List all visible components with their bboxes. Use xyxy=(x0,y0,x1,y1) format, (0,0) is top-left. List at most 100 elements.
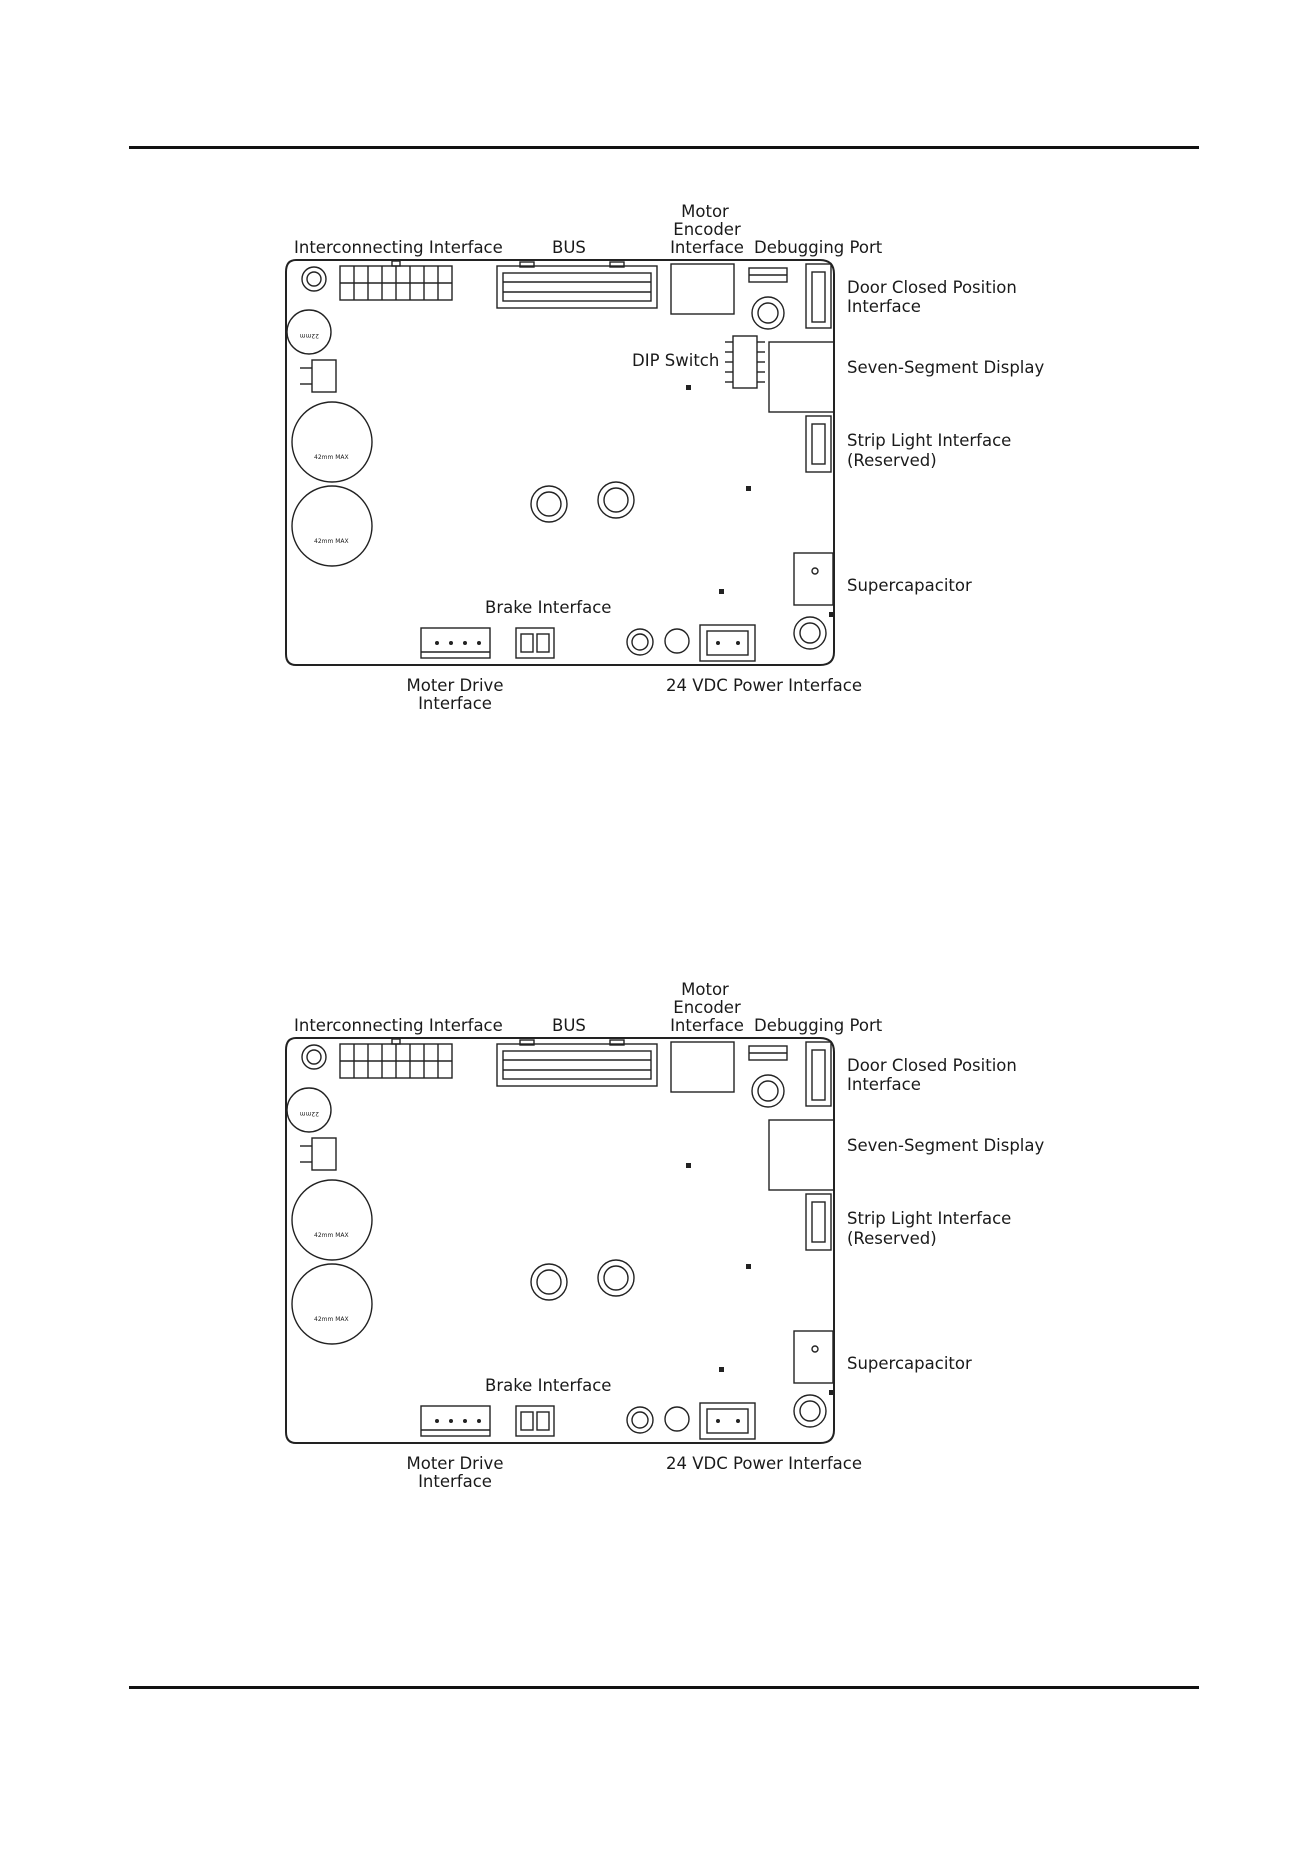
mounting-hole-inner xyxy=(631,1411,649,1429)
large-capacitor xyxy=(291,1263,373,1345)
seven-segment-display xyxy=(768,341,835,413)
led-indicator xyxy=(719,589,724,594)
label-door-closed-line1: Door Closed Position xyxy=(847,278,1017,297)
debugging-port-connector xyxy=(748,1045,788,1061)
strip-light-connector xyxy=(805,415,832,473)
footer-rule xyxy=(129,1686,1199,1689)
small-capacitor-mark: 22mm xyxy=(300,1110,319,1117)
led-indicator xyxy=(746,1264,751,1269)
mounting-hole xyxy=(597,1259,635,1297)
label-bus: BUS xyxy=(552,238,586,257)
small-capacitor xyxy=(664,1406,690,1432)
regulator-component xyxy=(300,359,337,393)
mounting-hole xyxy=(793,1394,827,1428)
label-seven-segment: Seven-Segment Display xyxy=(847,1136,1045,1155)
led-indicator xyxy=(829,1390,833,1395)
label-door-closed-line1: Door Closed Position xyxy=(847,1056,1017,1075)
led-indicator xyxy=(686,385,691,390)
led-indicator xyxy=(746,486,751,491)
mounting-hole xyxy=(530,485,568,523)
small-capacitor-mark: 22mm xyxy=(300,332,319,339)
label-motor-drive-line2: Interface xyxy=(418,1472,492,1491)
mounting-hole xyxy=(751,1074,785,1108)
mounting-hole-inner xyxy=(603,1265,629,1291)
mounting-hole xyxy=(301,1044,327,1070)
label-motor-drive-line1: Moter Drive xyxy=(407,1454,504,1473)
label-motor-encoder-line3: Interface xyxy=(670,238,744,257)
motor-drive-connector xyxy=(420,627,491,659)
brake-connector xyxy=(515,627,555,659)
power-connector xyxy=(699,1402,756,1440)
mounting-hole-inner xyxy=(306,271,322,287)
label-motor-encoder-line3: Interface xyxy=(670,1016,744,1035)
mounting-hole-inner xyxy=(306,1049,322,1065)
large-capacitor-mark: 42mm MAX xyxy=(314,538,349,545)
mounting-hole xyxy=(626,628,654,656)
motor-encoder-connector xyxy=(670,263,735,315)
board-diagram-1: Interconnecting Interface BUS Motor Enco… xyxy=(285,202,1045,713)
board-diagram-2: Interconnecting Interface BUS Motor Enco… xyxy=(285,980,1045,1491)
label-brake-interface: Brake Interface xyxy=(485,1376,611,1395)
label-power-interface: 24 VDC Power Interface xyxy=(666,676,862,695)
interconnecting-connector xyxy=(339,260,453,301)
large-capacitor xyxy=(291,485,373,567)
small-capacitor xyxy=(286,309,332,355)
large-capacitor xyxy=(291,1179,373,1261)
label-motor-encoder-line1: Motor xyxy=(681,980,729,999)
door-closed-connector xyxy=(805,1041,832,1107)
label-motor-drive-line2: Interface xyxy=(418,694,492,713)
led-indicator xyxy=(829,612,833,617)
label-strip-light-line1: Strip Light Interface xyxy=(847,1209,1011,1228)
label-motor-drive-line1: Moter Drive xyxy=(407,676,504,695)
door-closed-connector xyxy=(805,263,832,329)
interconnecting-connector xyxy=(339,1038,453,1079)
label-debugging-port: Debugging Port xyxy=(754,238,883,257)
label-motor-encoder-line1: Motor xyxy=(681,202,729,221)
brake-connector xyxy=(515,1405,555,1437)
led-indicator xyxy=(719,1367,724,1372)
supercapacitor xyxy=(793,1330,834,1384)
large-capacitor xyxy=(291,401,373,483)
mounting-hole xyxy=(626,1406,654,1434)
dip-switch xyxy=(725,335,765,389)
label-door-closed-line2: Interface xyxy=(847,297,921,316)
mounting-hole-inner xyxy=(536,1269,562,1295)
mounting-hole xyxy=(793,616,827,650)
mounting-hole-inner xyxy=(757,1080,779,1102)
supercapacitor-mark xyxy=(811,1345,819,1353)
debugging-port-connector xyxy=(748,267,788,283)
mounting-hole-inner xyxy=(757,302,779,324)
small-capacitor xyxy=(664,628,690,654)
label-motor-encoder-line2: Encoder xyxy=(673,220,741,239)
label-debugging-port: Debugging Port xyxy=(754,1016,883,1035)
mounting-hole xyxy=(597,481,635,519)
bus-connector xyxy=(496,261,658,309)
mounting-hole-inner xyxy=(536,491,562,517)
power-connector xyxy=(699,624,756,662)
header-rule xyxy=(129,146,1199,149)
label-dip-switch: DIP Switch xyxy=(632,351,719,370)
mounting-hole-inner xyxy=(799,622,821,644)
mounting-hole-inner xyxy=(603,487,629,513)
large-capacitor-mark: 42mm MAX xyxy=(314,1232,349,1239)
label-supercapacitor: Supercapacitor xyxy=(847,1354,972,1373)
label-brake-interface: Brake Interface xyxy=(485,598,611,617)
strip-light-connector xyxy=(805,1193,832,1251)
large-capacitor-mark: 42mm MAX xyxy=(314,1316,349,1323)
label-seven-segment: Seven-Segment Display xyxy=(847,358,1045,377)
motor-drive-connector xyxy=(420,1405,491,1437)
supercapacitor xyxy=(793,552,834,606)
label-power-interface: 24 VDC Power Interface xyxy=(666,1454,862,1473)
small-capacitor xyxy=(286,1087,332,1133)
label-supercapacitor: Supercapacitor xyxy=(847,576,972,595)
mounting-hole-inner xyxy=(631,633,649,651)
regulator-component xyxy=(300,1137,337,1171)
label-bus: BUS xyxy=(552,1016,586,1035)
label-motor-encoder-line2: Encoder xyxy=(673,998,741,1017)
mounting-hole-inner xyxy=(799,1400,821,1422)
label-interconnecting-interface: Interconnecting Interface xyxy=(294,1016,503,1035)
label-strip-light-line1: Strip Light Interface xyxy=(847,431,1011,450)
seven-segment-display xyxy=(768,1119,835,1191)
large-capacitor-mark: 42mm MAX xyxy=(314,454,349,461)
label-door-closed-line2: Interface xyxy=(847,1075,921,1094)
